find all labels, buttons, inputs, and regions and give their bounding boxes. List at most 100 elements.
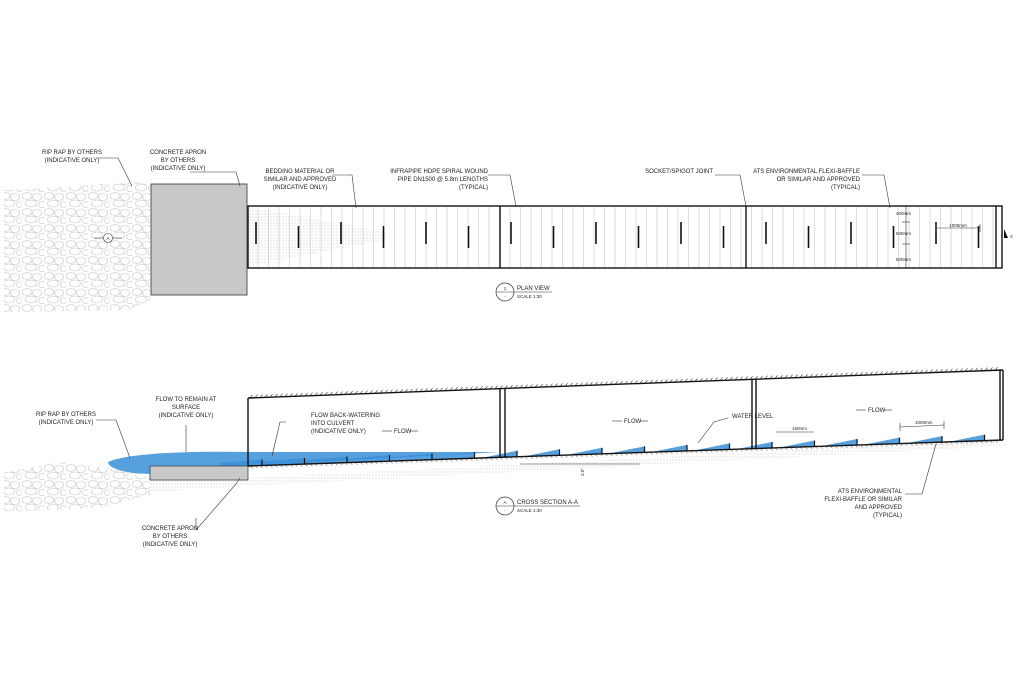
section-pipe-crown [247, 369, 1004, 399]
corrugation-tick [649, 451, 653, 455]
label-section-apron: CONCRETE APRON BY OTHERS (INDICATIVE ONL… [142, 526, 198, 548]
corrugation-tick [744, 376, 748, 380]
corrugation-tick [429, 387, 433, 392]
corrugation-tick [749, 448, 753, 452]
corrugation-tick [789, 447, 793, 450]
water-wedge [608, 446, 645, 454]
corrugation-tick [339, 391, 343, 395]
corrugation-tick [329, 462, 333, 466]
corrugation-tick [294, 392, 298, 397]
plan-riprap [4, 182, 150, 312]
corrugation-tick [389, 460, 393, 464]
water-wedge [481, 450, 517, 458]
corrugation-tick [334, 391, 338, 395]
leader-plan-pipe [488, 174, 517, 207]
corrugation-tick [589, 382, 593, 386]
corrugation-tick [424, 459, 428, 463]
corrugation-tick [394, 460, 398, 464]
leader-plan-joint [715, 174, 747, 207]
corrugation-tick [339, 462, 343, 466]
label-plan-joint: SOCKET/SPIGOT JOINT [645, 169, 713, 175]
corrugation-tick [984, 367, 988, 371]
corrugation-tick [539, 455, 543, 459]
corrugation-tick [799, 446, 803, 450]
corrugation-tick [304, 463, 308, 467]
corrugation-tick [839, 445, 843, 449]
section-dimensions: 150mm 1000mm [776, 420, 945, 433]
corrugation-tick [469, 458, 473, 461]
corrugation-tick [929, 442, 933, 446]
corrugation-tick [884, 443, 888, 447]
corrugation-tick [389, 389, 393, 393]
corrugation-tick [864, 371, 868, 376]
corrugation-tick [659, 379, 663, 383]
corrugation-tick [919, 369, 923, 374]
corrugation-tick [289, 464, 293, 468]
corrugation-tick [554, 383, 558, 387]
corrugation-tick [869, 444, 873, 448]
corrugation-tick [664, 379, 668, 383]
corrugation-tick [569, 454, 573, 458]
svg-text:BEDDING MATERIAL OR: BEDDING MATERIAL OR [265, 169, 335, 175]
corrugation-tick [779, 447, 783, 451]
svg-text:(TYPICAL): (TYPICAL) [831, 185, 860, 191]
flow-label-1: FLOW [382, 429, 418, 435]
label-plan-bedding: BEDDING MATERIAL OR SIMILAR AND APPROVED… [264, 169, 337, 191]
corrugation-tick [849, 445, 853, 448]
corrugation-tick [449, 387, 453, 391]
corrugation-tick [879, 371, 883, 375]
corrugation-tick [614, 381, 618, 385]
corrugation-tick [774, 447, 778, 451]
corrugation-tick [554, 455, 558, 459]
plan-bedding [248, 207, 385, 266]
svg-text:(TYPICAL): (TYPICAL) [459, 185, 488, 191]
corrugation-tick [439, 459, 443, 462]
corrugation-tick [269, 465, 273, 468]
corrugation-tick [484, 385, 488, 390]
corrugation-tick [669, 451, 673, 455]
label-plan-pipe: INFRAPIPE HDPE SPIRAL WOUND PIPE DN1500 … [390, 169, 488, 191]
corrugation-tick [859, 444, 863, 448]
corrugation-tick [259, 394, 263, 398]
svg-text:BY OTHERS: BY OTHERS [153, 534, 188, 540]
leader-plan-riprap [98, 157, 133, 187]
corrugation-tick [734, 376, 738, 381]
svg-text:INTO CULVERT: INTO CULVERT [311, 421, 355, 427]
corrugation-tick [924, 369, 928, 374]
water-band [347, 455, 390, 463]
corrugation-tick [489, 457, 493, 461]
corrugation-tick [714, 449, 718, 453]
corrugation-tick [729, 449, 733, 452]
plan-view: A A RIP RAP BY OTHERS (INDICATIVE ONLY) … [4, 150, 1014, 312]
svg-text:-: - [504, 508, 506, 513]
section-title: A - CROSS SECTION A-A SCALE 1:30 [495, 496, 580, 516]
corrugation-tick [594, 453, 598, 457]
corrugation-tick [739, 376, 743, 380]
corrugation-tick [479, 386, 483, 390]
corrugation-tick [864, 444, 868, 448]
corrugation-tick [594, 381, 598, 386]
corrugation-tick [994, 440, 998, 443]
corrugation-tick [379, 461, 383, 465]
corrugation-tick [629, 452, 633, 456]
corrugation-tick [889, 443, 893, 447]
label-section-baffle: ATS ENVIRONMENTAL FLEXI-BAFFLE OR SIMILA… [824, 489, 902, 519]
water-wedge [948, 434, 985, 442]
corrugation-tick [644, 452, 648, 455]
corrugation-tick [559, 383, 563, 387]
corrugation-tick [474, 386, 478, 390]
corrugation-tick [409, 460, 413, 464]
dim-400: 400mm [896, 211, 911, 216]
corrugation-tick [964, 368, 968, 372]
corrugation-tick [604, 381, 608, 385]
corrugation-tick [914, 369, 918, 374]
corrugation-tick [899, 443, 903, 447]
section-riprap [4, 462, 150, 512]
corrugation-tick [654, 451, 658, 455]
corrugation-tick [959, 441, 963, 445]
corrugation-tick [369, 390, 373, 394]
svg-text:(INDICATIVE ONLY): (INDICATIVE ONLY) [151, 166, 206, 172]
corrugation-tick [959, 368, 963, 372]
svg-text:PIPE DN1500 @ 5.8m LENGTHS: PIPE DN1500 @ 5.8m LENGTHS [398, 177, 488, 183]
corrugation-tick [324, 463, 328, 466]
